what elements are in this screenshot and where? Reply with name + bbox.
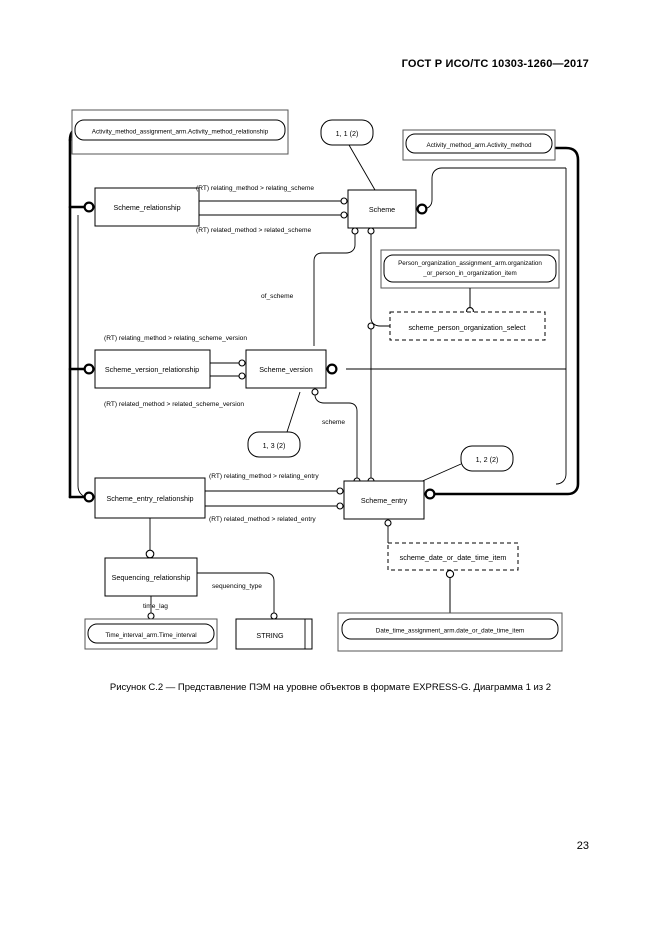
select-endpoint-person-org	[367, 322, 375, 330]
select-box-scheme-date-or-date-time-item[interactable]	[387, 542, 519, 571]
attr-endpoint-of-scheme	[351, 227, 359, 235]
page-ref-label-1-3: 1, 3 (2)	[263, 441, 286, 450]
rel-endpoint-related-entry	[336, 502, 344, 510]
rel-label-relating-entry: (RT) relating_method > relating_entry	[209, 473, 319, 480]
page-ref-box-1-1[interactable]	[320, 119, 374, 146]
bus-right-inner-frame-top	[417, 167, 566, 210]
schema-label-activity-method: Activity_method_arm.Activity_method	[427, 142, 532, 149]
attr-endpoint-scheme-version-bottom	[311, 388, 319, 396]
attr-line-scheme-version-entry	[314, 394, 358, 481]
rel-endpoint-related-scheme	[340, 211, 348, 219]
page-ref-label-1-2: 1, 2 (2)	[476, 455, 499, 464]
attr-line-of-scheme	[313, 234, 356, 346]
bus-right-lower-frame	[555, 369, 567, 485]
page-ref-leader-1-3	[286, 391, 301, 433]
schema-box-person-organization[interactable]	[383, 254, 557, 283]
attr-endpoint-sequencing-type	[270, 612, 278, 620]
entity-label-scheme-entry: Scheme_entry	[361, 496, 408, 505]
attr-endpoint-time-lag	[147, 612, 155, 620]
primitive-box-string[interactable]	[235, 618, 313, 650]
page-ref-leader-1-1	[348, 144, 376, 191]
schema-box-activity-method[interactable]	[405, 133, 553, 154]
page-ref-leader-1-2	[417, 463, 462, 484]
select-endpoint-entry-bottom	[384, 519, 392, 527]
schema-label-person-organization-line2: _or_person_in_organization_item	[422, 270, 516, 277]
entity-label-scheme: Scheme	[369, 205, 395, 214]
entity-box-scheme-entry-relationship[interactable]	[94, 477, 206, 519]
select-label-scheme-date-or-date-time-item: scheme_date_or_date_time_item	[400, 553, 507, 562]
entity-label-scheme-version-relationship: Scheme_version_relationship	[105, 365, 199, 374]
schema-label-activity-method-assignment: Activity_method_assignment_arm.Activity_…	[92, 129, 269, 136]
bus-connector-scheme-right	[416, 203, 428, 215]
rel-label-relating-scheme: (RT) relating_method > relating_scheme	[196, 185, 314, 192]
page-number: 23	[576, 840, 589, 852]
page-ref-box-1-3[interactable]	[247, 431, 301, 458]
attr-label-sequencing-type: sequencing_type	[212, 583, 262, 590]
schema-label-time-interval: Time_interval_arm.Time_interval	[105, 632, 196, 639]
entity-label-scheme-version: Scheme_version	[259, 365, 313, 374]
rel-label-related-scheme: (RT) related_method > related_scheme	[196, 227, 311, 234]
rel-label-related-entry: (RT) related_method > related_entry	[209, 516, 316, 523]
bus-connector-scheme-entry-relationship	[83, 491, 95, 503]
entity-box-scheme-version-relationship[interactable]	[94, 349, 211, 389]
rel-endpoint-related-scheme-version	[238, 372, 246, 380]
attr-label-scheme: scheme	[322, 419, 345, 426]
figure-caption: Рисунок С.2 — Представление ПЭМ на уровн…	[109, 682, 552, 693]
subtype-connector-sequencing	[145, 549, 155, 559]
select-endpoint-date-schema	[445, 569, 455, 579]
bus-connector-scheme-version-right	[326, 363, 338, 375]
rel-endpoint-relating-scheme	[340, 197, 348, 205]
rel-endpoint-relating-scheme-version	[238, 359, 246, 367]
entity-label-scheme-entry-relationship: Scheme_entry_relationship	[106, 494, 193, 503]
entity-box-scheme-entry[interactable]	[343, 480, 425, 520]
bus-connector-scheme-relationship	[83, 201, 95, 213]
entity-label-sequencing-relationship: Sequencing_relationship	[112, 573, 191, 582]
page-ref-box-1-2[interactable]	[460, 445, 514, 472]
entity-box-scheme[interactable]	[347, 189, 417, 229]
bus-connector-scheme-entry-right	[424, 488, 436, 500]
bus-right-vertical	[428, 146, 580, 496]
select-box-scheme-person-organization[interactable]	[389, 311, 546, 341]
entity-box-sequencing-relationship[interactable]	[104, 557, 198, 597]
bus-connector-scheme-version-relationship	[83, 363, 95, 375]
attr-endpoint-scheme-bus	[367, 227, 375, 235]
schema-box-time-interval[interactable]	[87, 623, 215, 644]
page-ref-label-1-1: 1, 1 (2)	[336, 129, 359, 138]
bus-left-secondary-loop	[77, 215, 89, 498]
schema-box-activity-method-assignment[interactable]	[74, 119, 286, 141]
entity-label-scheme-relationship: Scheme_relationship	[113, 203, 180, 212]
schema-label-person-organization-line1: Person_organization_assignment_arm.organ…	[398, 260, 542, 267]
page-header-standard-number: ГОСТ Р ИСО/ТС 10303-1260—2017	[401, 58, 589, 70]
schema-label-date-time: Date_time_assignment_arm.date_or_date_ti…	[376, 628, 524, 635]
schema-box-date-time[interactable]	[341, 618, 559, 640]
attr-label-of-scheme: of_scheme	[261, 293, 294, 300]
primitive-label-string: STRING	[256, 631, 284, 640]
rel-label-relating-scheme-version: (RT) relating_method > relating_scheme_v…	[104, 335, 247, 342]
rel-label-related-scheme-version: (RT) related_method > related_scheme_ver…	[104, 401, 244, 408]
entity-box-scheme-version[interactable]	[245, 349, 327, 389]
attr-label-time-lag: time_lag	[143, 603, 168, 610]
entity-box-scheme-relationship[interactable]	[94, 187, 200, 227]
rel-endpoint-relating-entry	[336, 487, 344, 495]
attr-line-sequencing-type	[197, 572, 275, 615]
select-label-scheme-person-organization: scheme_person_organization_select	[408, 323, 525, 332]
